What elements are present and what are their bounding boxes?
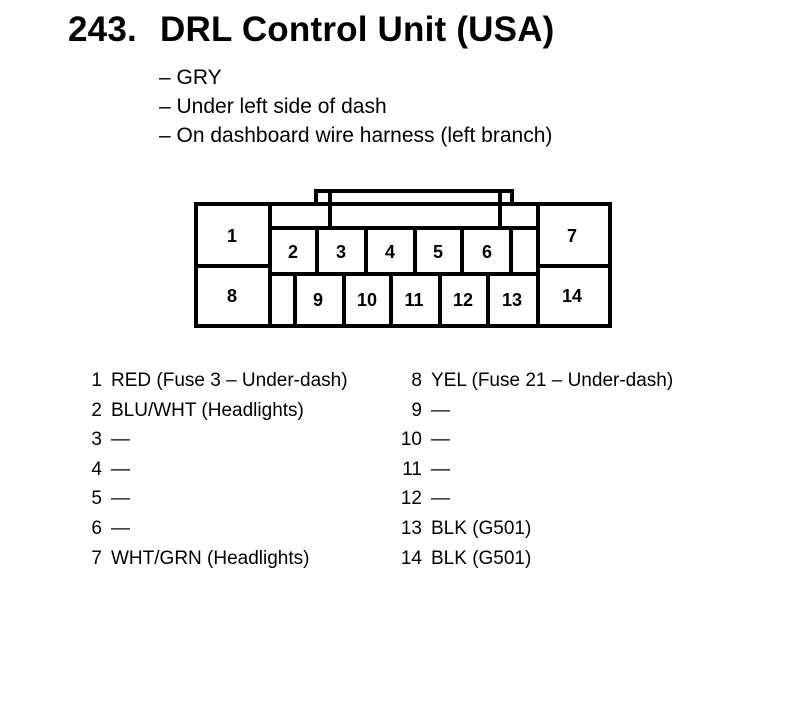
pin-description: BLK (G501) [431, 517, 532, 539]
pin-label: 7 [567, 226, 577, 246]
pin-label: 13 [502, 290, 522, 310]
pin-description: — [431, 399, 450, 421]
pin-row: 5— [76, 484, 348, 514]
pin-label: 8 [227, 286, 237, 306]
pin-number: 10 [400, 429, 422, 451]
component-location: – Under left side of dash [159, 95, 387, 118]
pin-number: 6 [91, 517, 102, 539]
pin-number: 2 [91, 399, 102, 421]
pin-number: 5 [91, 488, 102, 510]
pin-description: — [111, 488, 130, 510]
pin-label: 10 [357, 290, 377, 310]
pin-number: 9 [411, 399, 422, 421]
pin-list-left: 1 RED (Fuse 3 – Under-dash) 2 BLU/WHT (Hea… [76, 366, 348, 574]
connector-latch [314, 189, 514, 206]
pin-label: 14 [562, 286, 582, 306]
pin-description: — [111, 517, 130, 539]
pin-row: 6— [76, 514, 348, 544]
pin-number: 3 [91, 429, 102, 451]
pin-row: 14 BLK (G501) [396, 544, 673, 574]
pin-row: 12 — [396, 484, 673, 514]
pin-label: 6 [482, 242, 492, 262]
connector-color: – GRY [159, 66, 222, 89]
pin-row: 10 — [396, 425, 673, 455]
pin-label: 9 [313, 290, 323, 310]
pin-number: 8 [411, 370, 422, 391]
pin-description: — [431, 488, 450, 510]
pin-label: 4 [385, 242, 395, 262]
pin-number: 12 [400, 488, 422, 510]
pin-description: BLU/WHT (Headlights) [111, 399, 304, 421]
pin-description: RED (Fuse 3 – Under-dash) [111, 370, 348, 391]
pin-label: 11 [404, 290, 423, 310]
pin-description: — [111, 429, 130, 451]
pin-row: 11 — [396, 455, 673, 485]
harness-location: – On dashboard wire harness (left branch… [159, 124, 553, 147]
pin-description: WHT/GRN (Headlights) [111, 547, 310, 569]
pin-number: 14 [400, 547, 422, 569]
component-info: – GRY – Under left side of dash – On das… [159, 63, 552, 150]
pin-number: 1 [91, 370, 102, 391]
pin-row: 7 WHT/GRN (Headlights) [76, 544, 348, 574]
pin-row: 3— [76, 425, 348, 455]
component-name: DRL Control Unit (USA) [160, 10, 555, 49]
pin-number: 7 [91, 547, 102, 569]
pin-label: 3 [336, 242, 346, 262]
pin-description: — [431, 429, 450, 451]
pin-label: 12 [453, 290, 473, 310]
pin-row: 2 BLU/WHT (Headlights) [76, 396, 348, 426]
pin-description: BLK (G501) [431, 547, 532, 569]
diagram-number: 243. [68, 10, 137, 49]
pin-description: — [111, 458, 130, 480]
pin-row: 13 BLK (G501) [396, 514, 673, 544]
pin-label: 5 [433, 242, 443, 262]
pin-label: 1 [227, 226, 237, 246]
pin-description: YEL (Fuse 21 – Under-dash) [431, 370, 674, 391]
pin-row: 8 YEL (Fuse 21 – Under-dash) [396, 366, 673, 396]
pin-row: 4— [76, 455, 348, 485]
pin-label: 2 [288, 242, 298, 262]
page-title: 243. DRL Control Unit (USA) [68, 10, 555, 50]
pin-number: 13 [400, 517, 422, 539]
pin-description: — [431, 458, 450, 480]
pin-number: 11 [402, 458, 422, 480]
pin-number: 4 [91, 458, 102, 480]
pin-row: 1 RED (Fuse 3 – Under-dash) [76, 366, 348, 396]
pin-row: 9— [396, 396, 673, 426]
